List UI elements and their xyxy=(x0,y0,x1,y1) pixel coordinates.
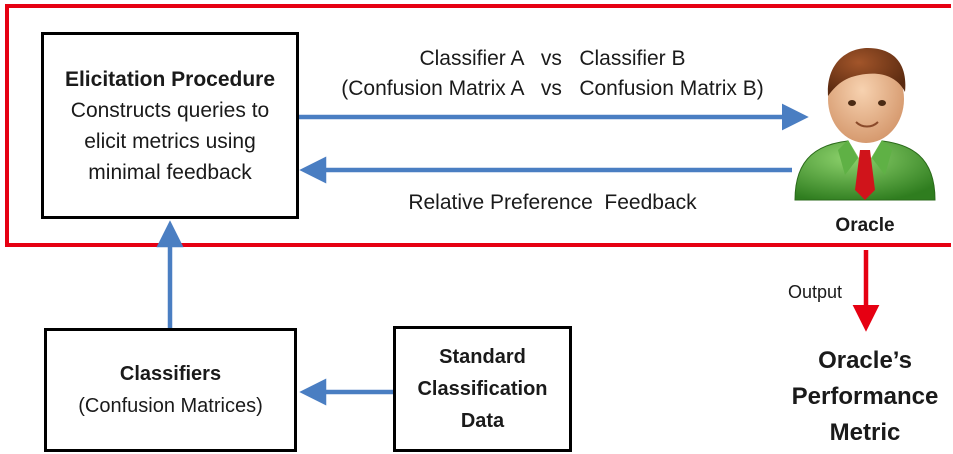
metric-line3: Metric xyxy=(829,419,901,446)
elicitation-frame xyxy=(5,4,951,247)
standard-data-line2: Classification xyxy=(417,378,548,400)
standard-data-line3: Data xyxy=(460,410,505,432)
classifier-comparison-label: Classifier A vs Classifier B xyxy=(419,47,686,70)
elicitation-desc-line1: Constructs queries to xyxy=(70,98,270,122)
output-label: Output xyxy=(787,282,843,302)
classifiers-title: Classifiers xyxy=(119,363,222,385)
classifiers-subtitle: (Confusion Matrices) xyxy=(78,395,263,417)
metric-line1: Oracle’s xyxy=(818,347,912,374)
elicitation-desc-line2: elicit metrics using xyxy=(84,129,256,153)
standard-data-box: Standard Classification Data xyxy=(393,326,572,452)
classifiers-box: Classifiers (Confusion Matrices) xyxy=(44,328,297,452)
elicitation-procedure-box: Elicitation Procedure Constructs queries… xyxy=(41,32,299,219)
standard-data-line1: Standard xyxy=(439,346,526,368)
elicitation-desc-line3: minimal feedback xyxy=(88,160,252,184)
person-icon xyxy=(794,48,936,201)
elicitation-title: Elicitation Procedure xyxy=(64,67,276,91)
oracle-label: Oracle xyxy=(835,215,895,236)
performance-metric-label: Oracle’s Performance Metric xyxy=(770,343,953,451)
metric-line2: Performance xyxy=(791,383,939,410)
feedback-label: Relative Preference Feedback xyxy=(408,191,697,214)
confusion-matrix-comparison-label: (Confusion Matrix A vs Confusion Matrix … xyxy=(341,77,764,100)
